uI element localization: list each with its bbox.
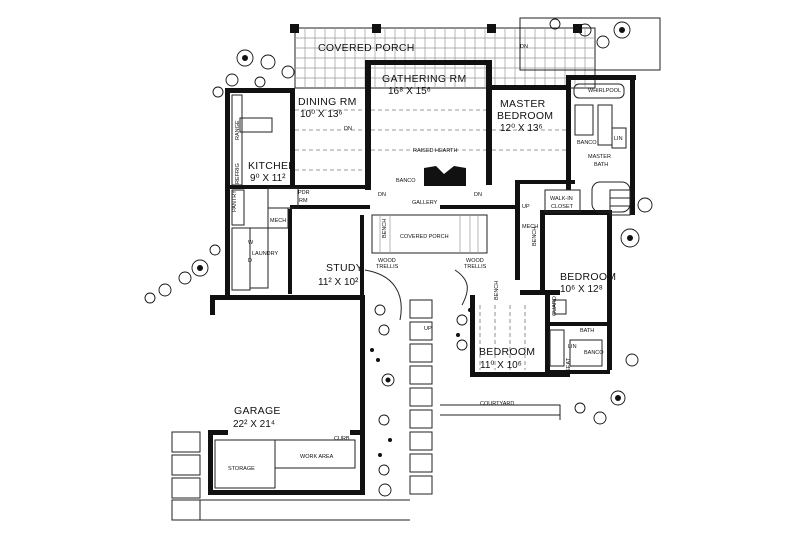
seat-label: SEAT xyxy=(566,357,572,372)
study-name: STUDY xyxy=(326,262,363,274)
washer-label: W xyxy=(248,240,254,246)
interior-details xyxy=(171,83,631,521)
bedroom-right-name: BEDROOM xyxy=(560,271,616,283)
bench-label-3: BENCH xyxy=(382,219,388,238)
pdr-label2: RM xyxy=(299,198,308,204)
wood-trellis-2: WOOD xyxy=(466,258,484,264)
banco-label-2: BANCO xyxy=(577,140,597,146)
wood-trellis-1b: TRELLIS xyxy=(376,264,399,270)
range-label: RANGE xyxy=(235,120,241,140)
covered-porch-mid-label: COVERED PORCH xyxy=(400,234,449,240)
covered-porch-top-area xyxy=(290,17,661,89)
master-bedroom-name: MASTER xyxy=(500,98,546,110)
master-bath-label: MASTER xyxy=(588,154,611,160)
dryer-label: D xyxy=(248,258,252,264)
covered-porch-top-label: COVERED PORCH xyxy=(318,42,415,54)
whirlpool-label: WHIRLPOOL xyxy=(588,88,621,94)
bedroom-mid-name: BEDROOM xyxy=(479,346,535,358)
fireplace-icon xyxy=(424,166,466,186)
bench-label-2: BENCH xyxy=(494,281,500,300)
master-bedroom-dim: 12⁰ X 13⁶ xyxy=(500,123,543,134)
pantry-label: PANTRY xyxy=(232,190,238,212)
master-bath-label2: BATH xyxy=(594,162,608,168)
bedroom-mid-dim: 11⁰ X 10⁶ xyxy=(480,360,522,371)
master-bedroom-name2: BEDROOM xyxy=(497,110,553,122)
pdr-label: PDR xyxy=(298,190,310,196)
walk-in-label2: CLOSET xyxy=(551,204,574,210)
gathering-room-dim: 16⁸ X 15⁶ xyxy=(388,86,431,97)
bedroom-right-dim: 10⁶ X 12⁸ xyxy=(560,284,603,295)
stair-icon xyxy=(609,189,631,216)
courtyard-label: COURTYARD xyxy=(480,401,514,407)
bath-label: BATH xyxy=(580,328,594,334)
up-label: UP xyxy=(424,326,432,332)
lin-label-2: LIN xyxy=(568,344,577,350)
mech-label-1: MECH xyxy=(270,218,286,224)
banco-label-1: BANCO xyxy=(396,178,416,184)
refrig-label: REFRIG xyxy=(235,163,241,184)
dining-room-dim: 10⁰ X 13⁶ xyxy=(300,109,343,120)
wood-trellis-1: WOOD xyxy=(378,258,396,264)
curb-label: CURB xyxy=(334,436,350,442)
guard-label: GUARD xyxy=(552,296,558,316)
dn-label-3: DN xyxy=(378,192,386,198)
kitchen-name: KITCHEN xyxy=(248,160,296,172)
laundry-label: LAUNDRY xyxy=(252,251,279,257)
walls xyxy=(208,60,636,495)
dn-label-4: DN xyxy=(474,192,482,198)
gathering-room-name: GATHERING RM xyxy=(382,73,467,85)
storage-label: STORAGE xyxy=(228,466,255,472)
walk-in-label: WALK-IN xyxy=(550,196,573,202)
garage-name: GARAGE xyxy=(234,405,281,417)
dn-label-1: DN xyxy=(520,44,528,50)
dining-room-name: DINING RM xyxy=(298,96,357,108)
wood-trellis-2b: TRELLIS xyxy=(464,264,487,270)
mech-label-2: MECH xyxy=(522,224,538,230)
shrub-icon xyxy=(144,18,653,497)
kitchen-dim: 9⁰ X 11² xyxy=(250,173,286,184)
dn-label-2: DN xyxy=(344,126,352,132)
gallery-label: GALLERY xyxy=(412,200,438,206)
garage-dim: 22² X 21⁴ xyxy=(233,419,275,430)
study-dim: 11² X 10² xyxy=(318,277,359,288)
raised-hearth-label: RAISED HEARTH xyxy=(413,148,458,154)
bench-label-1: BENCH xyxy=(532,227,538,246)
tree-icon xyxy=(197,27,633,457)
lin-label-1: LIN xyxy=(614,136,623,142)
work-area-label: WORK AREA xyxy=(300,454,334,460)
up-label-2: UP xyxy=(522,204,530,210)
banco-label-3: BANCO xyxy=(584,350,604,356)
